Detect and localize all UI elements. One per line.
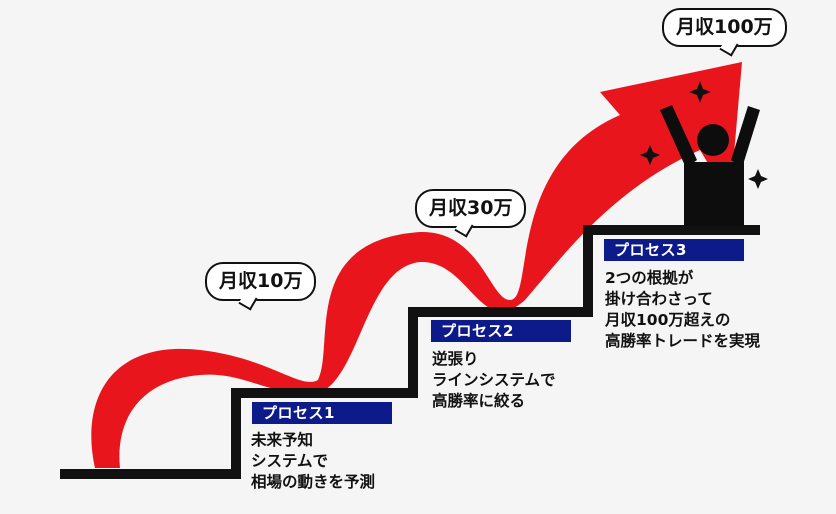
process-2-description: 逆張り ラインシステムで 高勝率に絞る: [432, 349, 556, 412]
sparkle-icon: [640, 145, 660, 165]
process-3-line: 高勝率トレードを実現: [605, 332, 761, 350]
growth-arrow-body: [91, 62, 742, 468]
sparkle-icon: [748, 169, 768, 189]
milestone-bubble-1: 月収10万: [205, 262, 317, 301]
process-1-line: 未来予知: [251, 431, 314, 449]
sparkle-icon: [689, 81, 711, 103]
staircase: [60, 225, 760, 479]
process-1-line: システムで: [251, 452, 329, 470]
process-2-line: 高勝率に絞る: [432, 392, 526, 410]
process-3-line: 2つの根拠が: [605, 269, 694, 287]
process-2-title: プロセス2: [431, 320, 571, 342]
process-3-line: 掛け合わさって: [605, 290, 713, 308]
process-1-line: 相場の動きを予測: [251, 473, 376, 491]
process-1-title: プロセス1: [252, 402, 392, 424]
process-3-line: 月収100万超えの: [605, 311, 731, 329]
milestone-bubble-2: 月収30万: [415, 189, 527, 228]
process-2-line: ラインシステムで: [432, 371, 556, 389]
process-2-line: 逆張り: [432, 350, 479, 368]
milestone-bubble-3: 月収100万: [662, 8, 787, 47]
process-3-title: プロセス3: [604, 239, 744, 261]
process-3-description: 2つの根拠が 掛け合わさって 月収100万超えの 高勝率トレードを実現: [605, 268, 760, 352]
process-1-description: 未来予知 システムで 相場の動きを予測: [251, 430, 375, 493]
person-raising-arms-icon: [660, 105, 760, 226]
